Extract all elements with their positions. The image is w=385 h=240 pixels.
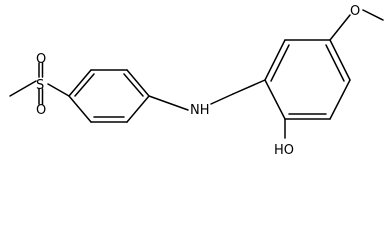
ring1-bond-3 — [126, 69, 150, 97]
bond-methoxy-methyl — [362, 9, 384, 21]
ring2-bond-1 — [264, 39, 286, 81]
bond-ring-amine — [148, 95, 189, 111]
ring2-bond-1-inner — [270, 44, 290, 82]
ring1-bond-1-inner — [74, 73, 95, 97]
bond-sulfur-ring — [47, 83, 70, 97]
atom-sulfur: S — [36, 78, 44, 93]
atom-methoxy-oxygen: O — [350, 4, 360, 19]
ring2-bond-3 — [329, 39, 351, 81]
atom-amine: NH — [190, 103, 210, 118]
bond-methylene-ring — [232, 79, 266, 95]
bond-amine-methylene — [210, 93, 234, 105]
ring1-bond-4 — [126, 95, 150, 123]
atom-oxygen-top: O — [36, 52, 46, 67]
ring1-bond-3-inner — [123, 73, 144, 97]
bond-ring-methoxy-oxygen — [329, 14, 351, 41]
atom-oxygen-bottom: O — [36, 103, 46, 118]
ring1-bond-6 — [68, 95, 92, 123]
ring2-bond-4 — [329, 79, 351, 120]
ring1-bond-1 — [68, 69, 92, 97]
bond-methyl-sulfur — [9, 80, 37, 97]
structure-svg: S O O NH O HO — [9, 4, 384, 158]
ring2-bond-3-inner — [325, 44, 345, 82]
ring2-bond-6 — [264, 79, 286, 120]
molecule-diagram: S O O NH O HO — [9, 4, 384, 158]
atom-hydroxyl: HO — [274, 143, 294, 158]
